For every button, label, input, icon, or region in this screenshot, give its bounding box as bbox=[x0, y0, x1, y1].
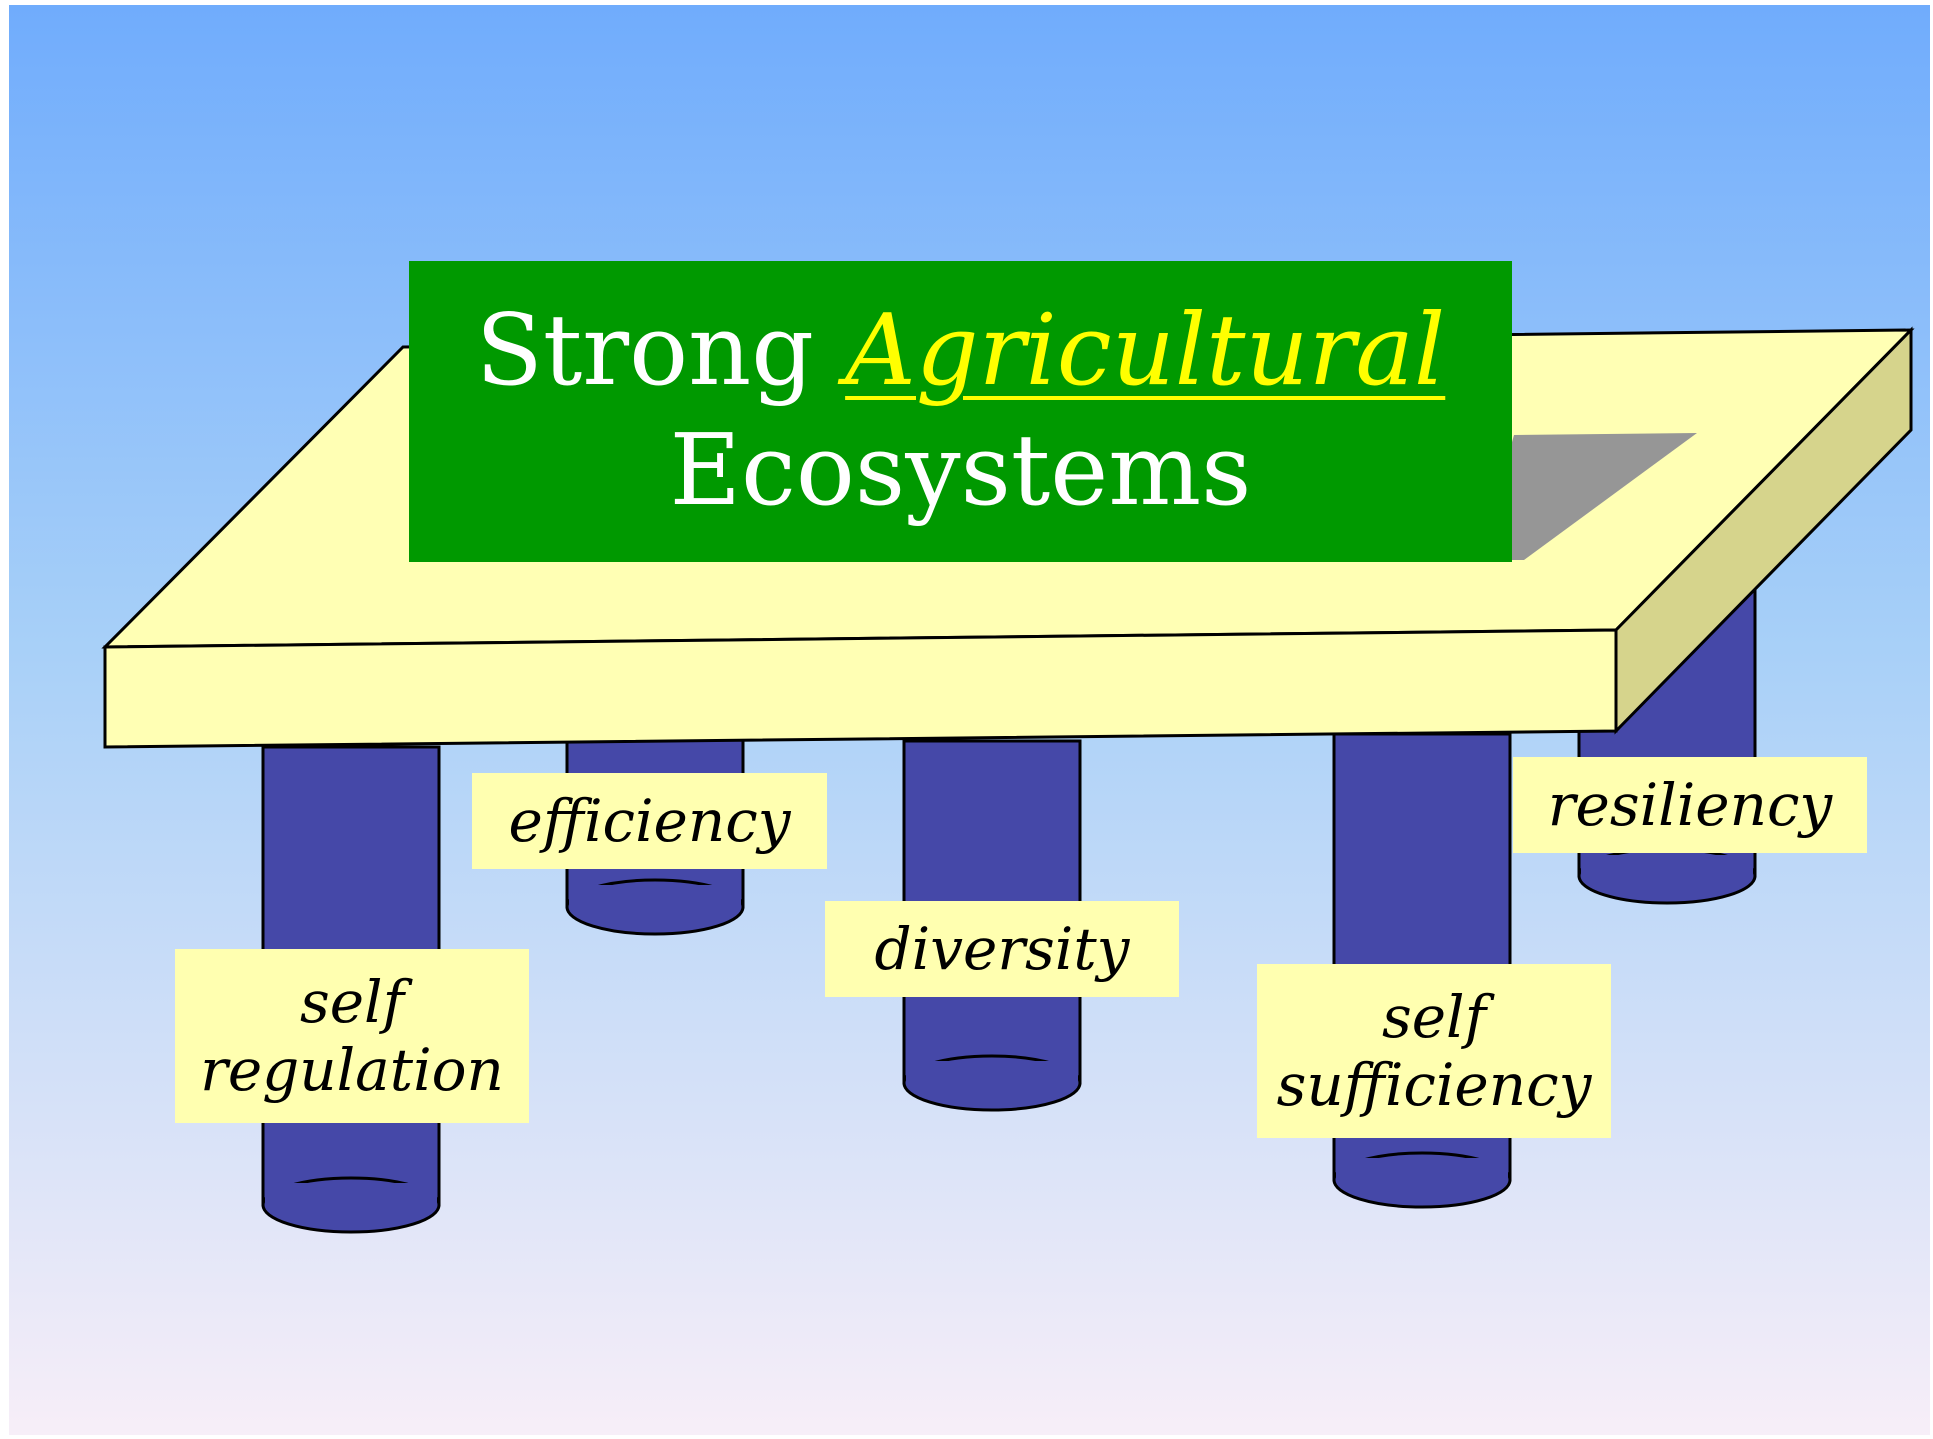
label-efficiency-text: efficiency bbox=[508, 786, 791, 855]
table-shadow bbox=[1479, 433, 1697, 560]
label-diversity-text: diversity bbox=[874, 914, 1130, 983]
label-self-regulation-line-1: self bbox=[299, 967, 405, 1036]
label-resiliency: resiliency bbox=[1513, 757, 1867, 853]
title-box: Strong Agricultural Ecosystems bbox=[409, 261, 1512, 562]
title-line-1: Strong Agricultural bbox=[476, 292, 1446, 412]
title-word-strong: Strong bbox=[475, 293, 846, 408]
title-line-2: Ecosystems bbox=[669, 413, 1252, 528]
label-efficiency: efficiency bbox=[472, 773, 827, 869]
table-diagram bbox=[9, 5, 1930, 1435]
slide: Strong Agricultural Ecosystems efficienc… bbox=[9, 5, 1930, 1435]
table-edge-front bbox=[103, 628, 1618, 749]
label-self-sufficiency: self sufficiency bbox=[1257, 964, 1611, 1138]
title-word-agricultural: Agricultural bbox=[845, 293, 1446, 408]
label-resiliency-text: resiliency bbox=[1547, 770, 1833, 839]
label-diversity: diversity bbox=[825, 901, 1179, 997]
label-self-sufficiency-line-2: sufficiency bbox=[1276, 1051, 1592, 1119]
label-self-sufficiency-line-1: self bbox=[1381, 982, 1487, 1051]
label-self-regulation: self regulation bbox=[175, 949, 529, 1123]
label-self-regulation-line-2: regulation bbox=[200, 1036, 504, 1104]
